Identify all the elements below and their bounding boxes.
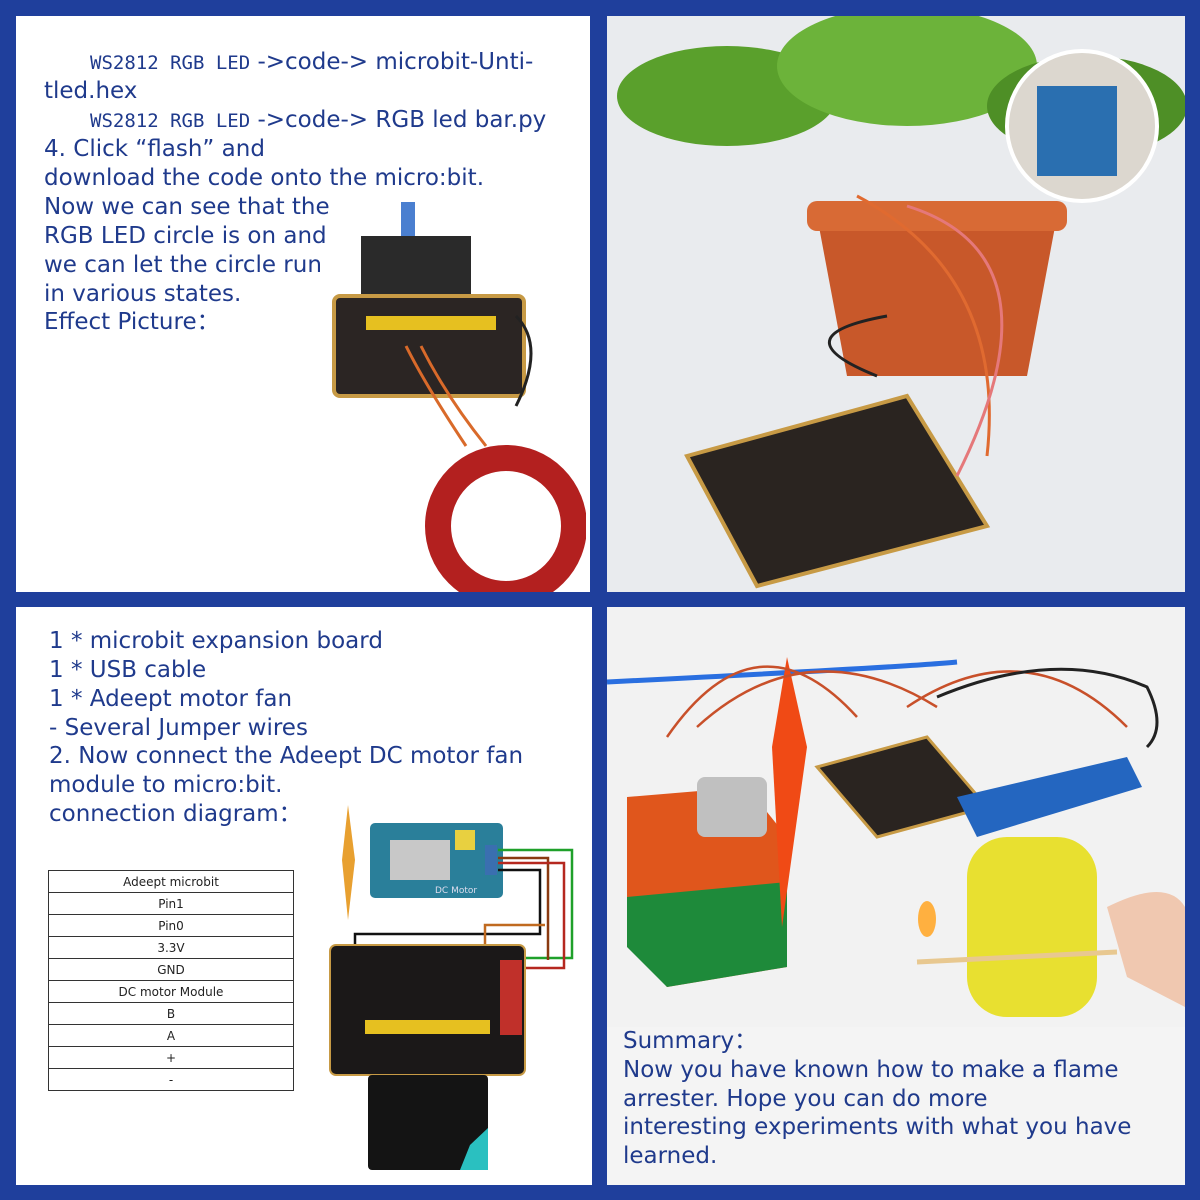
microbit-led-ring-photo (332, 202, 586, 592)
summary-line: interesting experiments with what you ha… (623, 1114, 1132, 1140)
panel-flame-arrester: Summary： Now you have known how to make … (607, 607, 1185, 1185)
summary-line: arrester. Hope you can do more (623, 1086, 988, 1112)
table-cell: B (48, 1002, 294, 1025)
step-4: 4. Click “flash” and (44, 136, 265, 162)
body-line: Now we can see that the (44, 194, 330, 220)
plant-soil-sensor-photo (607, 16, 1185, 592)
table-cell: - (48, 1068, 294, 1091)
code-label: WS2812 RGB LED (90, 110, 251, 132)
table-cell: Pin1 (48, 892, 294, 915)
parts-line: 1 * Adeept motor fan (49, 686, 293, 712)
code-line-1: WS2812 RGB LED ->code-> microbit-Unti- (90, 48, 533, 78)
step-2: 2. Now connect the Adeept DC motor fan (49, 743, 524, 769)
body-line: we can let the circle run (44, 252, 322, 278)
code-text: ->code-> microbit-Unti- (257, 49, 534, 75)
table-cell: GND (48, 958, 294, 981)
summary-heading: Summary： (623, 1028, 758, 1054)
table-cell: Pin0 (48, 914, 294, 937)
diagram-label: connection diagram： (49, 801, 302, 827)
table-cell: + (48, 1046, 294, 1069)
code-text: ->code-> RGB led bar.py (257, 107, 547, 133)
body-line: download the code onto the micro:bit. (44, 165, 484, 191)
parts-line: 1 * microbit expansion board (49, 628, 383, 654)
parts-line: 1 * USB cable (49, 657, 207, 683)
table-cell: 3.3V (48, 936, 294, 959)
flame-arrester-photo (607, 607, 1185, 1027)
code-line-3: WS2812 RGB LED ->code-> RGB led bar.py (90, 106, 546, 136)
summary-line: Now you have known how to make a flame (623, 1057, 1119, 1083)
module-label: DC Motor (435, 886, 477, 896)
body-line: in various states. (44, 281, 242, 307)
table-header: Adeept microbit (48, 870, 294, 893)
table-cell: A (48, 1024, 294, 1047)
code-line-2: tled.hex (44, 78, 138, 104)
wiring-diagram: DC Motor (329, 805, 574, 1170)
body-line: RGB LED circle is on and (44, 223, 327, 249)
pin-mapping-table: Adeept microbit Pin1 Pin0 3.3V GND DC mo… (48, 870, 294, 1091)
panel-rgb-led-instructions: WS2812 RGB LED ->code-> microbit-Unti- t… (16, 16, 590, 592)
panel-plant-moisture-photo (607, 16, 1185, 592)
parts-line: - Several Jumper wires (49, 715, 308, 741)
panel-motor-fan-wiring: 1 * microbit expansion board 1 * USB cab… (16, 607, 592, 1185)
body-line: Effect Picture： (44, 309, 220, 335)
code-label: WS2812 RGB LED (90, 52, 251, 74)
summary-line: learned. (623, 1143, 718, 1169)
table-header: DC motor Module (48, 980, 294, 1003)
step-2-cont: module to micro:bit. (49, 772, 283, 798)
